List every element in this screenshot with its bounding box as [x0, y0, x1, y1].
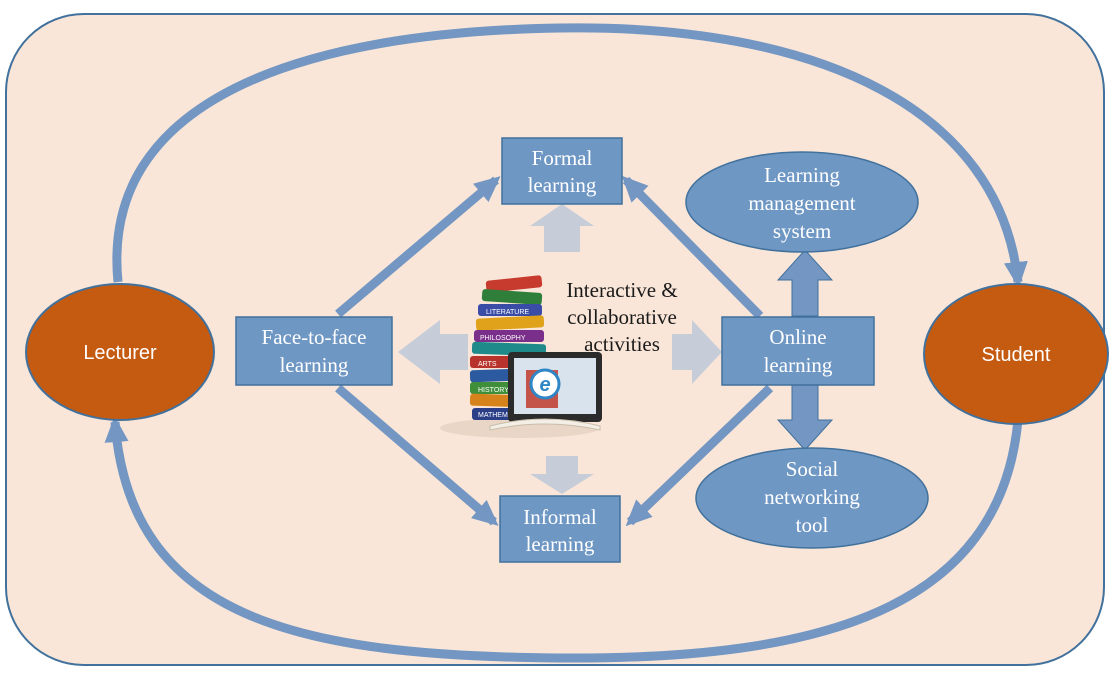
student-label: Student — [982, 344, 1051, 366]
social-line-1: Social — [786, 457, 839, 481]
lecturer-to-student-arrow — [112, 23, 1028, 288]
center-caption-line-3: activities — [584, 332, 660, 356]
face-to-informal-arrow — [335, 384, 499, 526]
online-to-formal-arrow — [621, 175, 764, 320]
social-line-3: tool — [796, 513, 829, 537]
spine-label-arts: ARTS — [478, 361, 497, 368]
spine-label-literature: LITERATURE — [486, 309, 529, 316]
screen-icon: e — [489, 352, 602, 431]
center-caption-line-1: Interactive & — [566, 278, 677, 302]
online-learning-line-1: Online — [769, 325, 826, 349]
center-to-formal-faded-arrow — [530, 204, 594, 252]
online-learning-box: Online learning — [721, 316, 875, 386]
online-learning-line-2: learning — [764, 353, 833, 377]
center-caption-line-2: collaborative — [567, 305, 677, 329]
informal-learning-line-1: Informal — [523, 505, 597, 529]
spine-label-mathematics: MATHEMATICS — [478, 412, 528, 419]
lecturer-label: Lecturer — [83, 342, 157, 364]
center-to-informal-faded-arrow — [530, 456, 594, 494]
online-to-informal-arrow — [625, 384, 774, 527]
lms-line-1: Learning — [764, 163, 840, 187]
center-to-online-faded-arrow — [672, 320, 722, 384]
center-caption: Interactive & collaborative activities — [566, 278, 677, 356]
formal-learning-line-2: learning — [528, 173, 597, 197]
lms-line-2: management — [748, 191, 855, 215]
social-networking-oval: Social networking tool — [695, 447, 929, 549]
face-to-face-line-2: learning — [280, 353, 349, 377]
formal-learning-line-1: Formal — [532, 146, 593, 170]
lecturer-oval: Lecturer — [25, 283, 215, 421]
social-line-2: networking — [764, 485, 860, 509]
face-to-face-line-1: Face-to-face — [262, 325, 367, 349]
spine-label-history: HISTORY — [478, 387, 509, 394]
spine-label-philosophy: PHILOSOPHY — [480, 335, 526, 342]
face-to-face-learning-box: Face-to-face learning — [235, 316, 393, 386]
lms-oval: Learning management system — [685, 151, 919, 253]
formal-learning-box: Formal learning — [501, 137, 623, 205]
informal-learning-box: Informal learning — [499, 495, 621, 563]
books-and-screen-illustration: LITERATURE PHILOSOPHY ARTS HISTORY MATHE… — [440, 275, 602, 438]
online-to-social-block-arrow — [776, 384, 834, 451]
lms-line-3: system — [773, 219, 831, 243]
student-to-lecturer-arrow — [104, 416, 1023, 663]
center-to-face-faded-arrow — [398, 320, 468, 384]
informal-learning-line-2: learning — [526, 532, 595, 556]
online-to-lms-block-arrow — [776, 249, 834, 317]
face-to-formal-arrow — [335, 176, 501, 318]
student-oval: Student — [923, 283, 1109, 425]
e-letter: e — [539, 374, 550, 396]
